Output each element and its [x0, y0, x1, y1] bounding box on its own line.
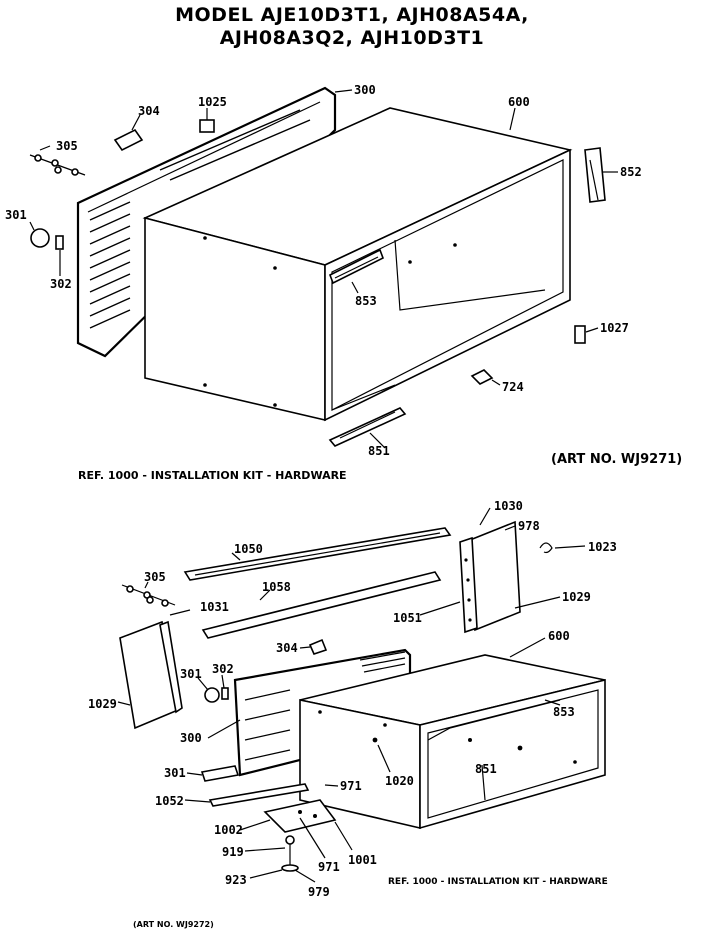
part-724-tab — [470, 369, 494, 385]
callout-1001: 1001 — [348, 853, 377, 867]
callout-300-bottom: 300 — [180, 731, 202, 745]
page-title-line-2: AJH08A3Q2, AJH10D3T1 — [219, 27, 485, 49]
callout-300: 300 — [354, 83, 376, 97]
top-installation-kit-caption: REF. 1000 - INSTALLATION KIT - HARDWARE — [78, 469, 347, 482]
part-1058-strip — [201, 571, 442, 639]
part-1027-latch — [574, 325, 586, 344]
bottom-callouts: 1030 978 1023 1050 305 1058 1031 1051 10… — [88, 499, 617, 899]
part-852-side-strip — [584, 147, 606, 203]
callout-301-strip: 301 — [164, 766, 186, 780]
part-1052-rail — [208, 783, 310, 807]
part-304-clip-bottom — [308, 638, 328, 655]
callout-1051: 1051 — [393, 611, 422, 625]
callout-971-upper: 971 — [340, 779, 362, 793]
part-302-bezel-bottom — [221, 687, 229, 700]
part-301-knob-bottom — [204, 687, 220, 703]
callout-302-bottom: 302 — [212, 662, 234, 676]
part-1023-hook — [539, 542, 553, 554]
callout-1023: 1023 — [588, 540, 617, 554]
callout-852: 852 — [620, 165, 642, 179]
bottom-leader-lines — [117, 507, 586, 883]
callout-304: 304 — [138, 104, 160, 118]
callout-1058: 1058 — [262, 580, 291, 594]
part-1029-left-panel — [119, 620, 183, 730]
callout-305-bottom: 305 — [144, 570, 166, 584]
callout-600: 600 — [508, 95, 530, 109]
bottom-installation-kit-caption: REF. 1000 - INSTALLATION KIT - HARDWARE — [388, 877, 608, 887]
top-callouts: 300 304 1025 600 305 852 301 302 853 102… — [5, 83, 642, 458]
top-assembly: 300 304 1025 600 305 852 301 302 853 102… — [5, 83, 642, 458]
part-305-screws-bottom — [121, 584, 176, 607]
callout-923: 923 — [225, 873, 247, 887]
callout-853: 853 — [355, 294, 377, 308]
callout-1020: 1020 — [385, 774, 414, 788]
part-304-clip — [113, 128, 144, 152]
part-301-strip-bottom — [200, 765, 240, 782]
callout-302: 302 — [50, 277, 72, 291]
callout-304-bottom: 304 — [276, 641, 298, 655]
callout-853-bottom: 853 — [553, 705, 575, 719]
callout-978: 978 — [518, 519, 540, 533]
callout-1002: 1002 — [214, 823, 243, 837]
callout-1030: 1030 — [494, 499, 523, 513]
callout-971-lower: 971 — [318, 860, 340, 874]
callout-851: 851 — [368, 444, 390, 458]
callout-851-bottom: 851 — [475, 762, 497, 776]
callout-1029-left: 1029 — [88, 697, 117, 711]
part-302-bezel — [55, 235, 64, 250]
callout-1029-right: 1029 — [562, 590, 591, 604]
callout-1031: 1031 — [200, 600, 229, 614]
callout-1050: 1050 — [234, 542, 263, 556]
callout-1025: 1025 — [198, 95, 227, 109]
callout-301-knob: 301 — [180, 667, 202, 681]
bottom-assembly: 1030 978 1023 1050 305 1058 1031 1051 10… — [88, 499, 617, 899]
part-305-screws — [29, 154, 86, 176]
part-1001-bracket — [263, 799, 337, 833]
part-919-923-979-hardware — [281, 835, 299, 872]
page-title-line-1: MODEL AJE10D3T1, AJH08A54A, — [175, 4, 529, 26]
callout-919: 919 — [222, 845, 244, 859]
callout-600-bottom: 600 — [548, 629, 570, 643]
part-978-side-panel — [459, 520, 521, 634]
callout-1052: 1052 — [155, 794, 184, 808]
part-301-knob — [30, 228, 50, 248]
callout-301: 301 — [5, 208, 27, 222]
top-leader-lines — [29, 89, 618, 449]
part-600-cabinet-bottom — [299, 654, 606, 830]
part-853-rail — [328, 248, 385, 285]
top-art-number: (ART NO. WJ9271) — [551, 452, 683, 467]
bottom-art-number: (ART NO. WJ9272) — [133, 920, 214, 929]
part-1025-bracket — [199, 119, 215, 133]
callout-724: 724 — [502, 380, 524, 394]
part-600-cabinet — [142, 107, 573, 422]
part-1050-strip — [183, 527, 452, 581]
part-851-bottom-rail — [328, 407, 407, 447]
callout-979: 979 — [308, 885, 330, 899]
callout-1027: 1027 — [600, 321, 629, 335]
callout-305: 305 — [56, 139, 78, 153]
